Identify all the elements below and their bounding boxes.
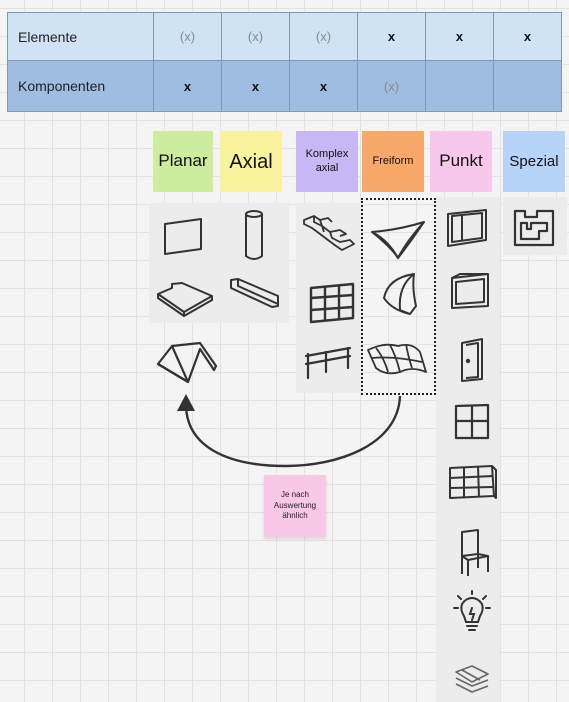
chair-icon <box>454 526 494 578</box>
railing-icon <box>302 342 358 382</box>
box-frame-icon <box>446 270 496 314</box>
arrow-path <box>184 395 402 468</box>
grid-facade-icon <box>307 280 357 326</box>
table-row: Elemente (x) (x) (x) x x x <box>7 12 562 61</box>
category-freeform: Freiform <box>362 131 424 192</box>
column-icon <box>236 208 272 264</box>
table-cell: x <box>425 12 494 61</box>
table-cell: x <box>357 12 426 61</box>
category-point: Punkt <box>430 131 492 192</box>
roof-icon <box>154 336 220 386</box>
window-cross-icon <box>450 400 494 444</box>
category-planar: Planar <box>153 131 213 192</box>
sticky-note: Je nach Auswertung ähnlich <box>264 475 326 537</box>
table-cell: x <box>221 60 290 112</box>
matrix-table: Elemente (x) (x) (x) x x x Komponenten x… <box>7 12 562 112</box>
row-label: Komponenten <box>7 60 154 112</box>
category-axial: Axial <box>220 131 282 192</box>
plate-stack-icon <box>452 662 492 696</box>
table-cell: x <box>153 60 222 112</box>
window-icon <box>442 206 494 250</box>
arrow-head-icon <box>177 394 195 411</box>
facade-grid-icon <box>446 462 498 504</box>
column-background <box>149 203 223 323</box>
table-cell <box>425 60 494 112</box>
panel-icon <box>158 214 208 258</box>
sail-icon <box>368 218 428 264</box>
row-label: Elemente <box>7 12 154 61</box>
table-cell <box>493 60 562 112</box>
freeform-selection-box <box>361 198 436 395</box>
slab-icon <box>154 278 214 320</box>
table-cell: x <box>493 12 562 61</box>
door-icon <box>452 335 492 385</box>
category-complex-axial: Komplex axial <box>296 131 358 192</box>
beam-icon <box>228 276 282 312</box>
table-row: Komponenten x x x (x) <box>7 60 562 112</box>
category-special: Spezial <box>503 131 565 192</box>
curved-surface-icon <box>364 338 430 380</box>
lightbulb-icon <box>448 590 496 638</box>
stair-icon <box>300 212 356 252</box>
curved-shell-icon <box>378 270 428 318</box>
table-cell: x <box>289 60 358 112</box>
table-cell: (x) <box>357 60 426 112</box>
special-shape-icon <box>509 205 559 251</box>
